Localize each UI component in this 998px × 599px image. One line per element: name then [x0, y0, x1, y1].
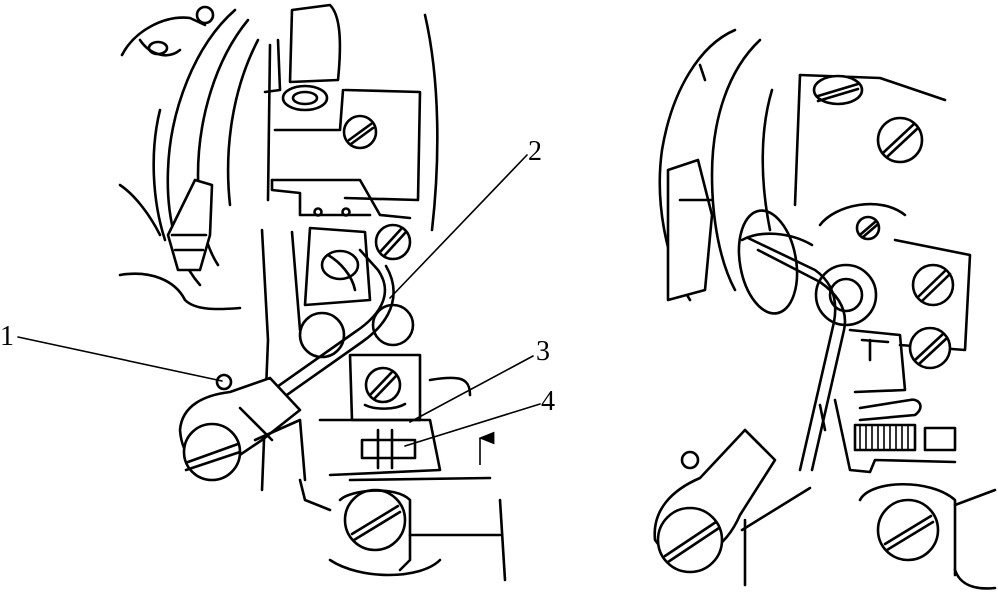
left-bar-step: [263, 38, 282, 94]
left-guide-plate: [303, 226, 372, 307]
left-stem-right: [290, 230, 302, 332]
left-stem-left: [260, 228, 270, 492]
right-foot-bracket: [858, 483, 957, 577]
left-dot-2: [341, 207, 351, 217]
left-oval-hole: [281, 84, 329, 112]
right-hook-point: [666, 158, 714, 302]
left-base-curve: [118, 272, 242, 311]
leader-2: [389, 154, 528, 299]
right-lower-block: [848, 328, 907, 394]
left-screw-2-slot: [378, 226, 408, 258]
right-screw-1-slot: [816, 82, 860, 103]
right-thread-loop: [737, 209, 799, 315]
right-clamp-screw-slot: [663, 520, 721, 564]
right-lower-frame: [833, 398, 957, 474]
right-screw-4-slot: [913, 332, 949, 366]
right-hook-arc-inner: [710, 38, 762, 292]
callout-4: 4: [541, 386, 555, 417]
right-lower-notch: [860, 338, 890, 362]
right-pad: [858, 398, 922, 422]
callout-3: 3: [536, 336, 550, 367]
left-round-1: [298, 311, 346, 359]
left-screw-3-shadow: [363, 402, 407, 410]
right-base-edge: [953, 488, 997, 507]
left-clamp-bracket: [253, 418, 307, 482]
left-base-top: [348, 476, 492, 482]
right-base-bottom: [953, 568, 997, 590]
left-bobbin-latch: [166, 178, 214, 272]
left-foot-bracket: [338, 489, 412, 572]
callout-1: 1: [0, 321, 14, 352]
right-feed-dog: [853, 423, 917, 452]
left-mid-step: [270, 178, 372, 217]
right-plate-left: [793, 73, 802, 207]
right-top-plate: [798, 73, 947, 102]
left-foot-line: [298, 478, 332, 512]
right-round-eye-inner: [828, 277, 864, 313]
left-wire-2b: [238, 264, 395, 430]
right-clamp-arm: [740, 486, 812, 532]
left-wire-2: [228, 248, 387, 422]
left-clamp-screw-slot: [184, 442, 242, 472]
right-screw-2-slot: [882, 122, 920, 158]
right-dash: [818, 403, 827, 432]
left-block-shelf: [273, 88, 345, 132]
left-adjuster: [360, 438, 417, 460]
left-latch-lines: [170, 233, 208, 252]
leader-4: [404, 403, 541, 447]
callout-2: 2: [528, 136, 542, 167]
left-screw-3: [364, 366, 402, 404]
right-clamp-top: [743, 428, 762, 447]
right-hook-arc-3: [761, 88, 774, 232]
left-needle-bar-top: [288, 3, 342, 84]
right-screw-2: [876, 116, 924, 164]
right-screw-3-slot: [916, 268, 952, 303]
left-clamp-pin: [215, 373, 233, 391]
right-foot-screw-slot: [883, 514, 935, 552]
right-wire: [746, 236, 837, 472]
left-housing-top: [120, 16, 207, 57]
right-feed-knob: [923, 426, 957, 452]
right-small-screw-slot: [859, 220, 879, 239]
left-screw-2: [374, 223, 412, 261]
left-base-right: [498, 498, 507, 582]
right-wire-b: [756, 248, 847, 472]
left-top-eye: [147, 40, 169, 56]
left-foot-bottom: [328, 558, 442, 577]
right-screw-3: [911, 263, 955, 307]
right-feed-teeth: [859, 424, 909, 451]
left-view: [118, 3, 507, 582]
left-screw-1-slot: [347, 122, 375, 146]
left-foot-screw-slot: [350, 504, 402, 542]
callouts: 1 2 3 4: [0, 136, 555, 447]
left-right-edge: [423, 13, 439, 232]
right-round-eye: [814, 263, 878, 327]
left-top-pin: [195, 5, 215, 25]
left-screw-3-slot: [368, 370, 398, 401]
left-adjuster-pins: [376, 428, 394, 470]
leader-3: [409, 355, 534, 423]
left-hook-back: [152, 108, 167, 242]
left-oval-hole-inner: [291, 90, 319, 106]
left-dot-1: [313, 207, 323, 217]
right-hook-notch: [698, 63, 707, 82]
left-lower-step: [318, 418, 442, 477]
left-side-bar: [118, 183, 162, 237]
right-disc-top: [818, 202, 907, 227]
left-guide-wire: [326, 253, 357, 292]
left-hook-arc-3: [226, 38, 260, 207]
left-base-ear: [428, 376, 472, 397]
left-hook-edge: [266, 43, 272, 202]
leader-1: [17, 336, 223, 382]
right-clamp-pin: [680, 450, 700, 470]
right-view: [653, 28, 997, 590]
left-mid-shelf: [270, 178, 412, 220]
left-block: [343, 88, 422, 202]
